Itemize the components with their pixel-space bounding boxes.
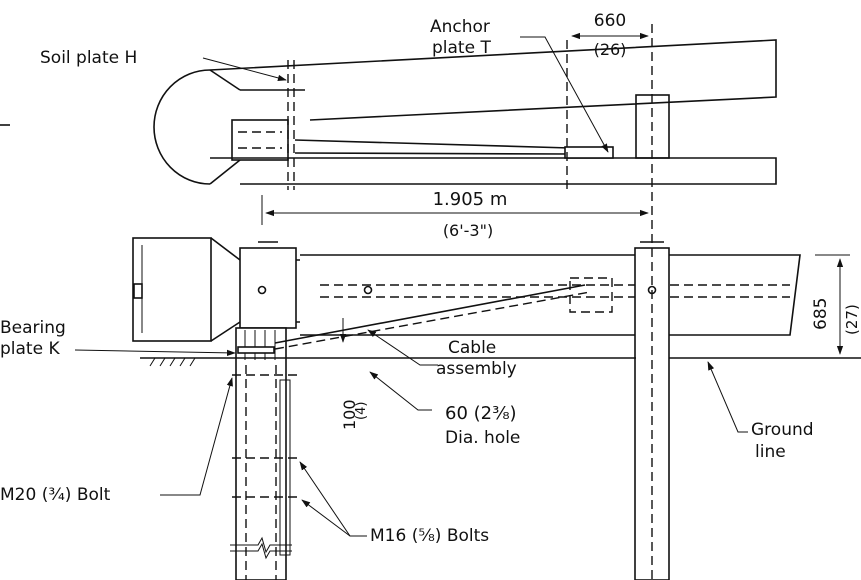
dim-660-inch: (26) bbox=[594, 40, 627, 59]
anchor-plate-label: Anchor bbox=[430, 17, 490, 37]
bolt-m20-label: M20 (³⁄₄) Bolt bbox=[0, 485, 111, 505]
soil-plate-label: Soil plate H bbox=[40, 48, 137, 68]
rail-hole bbox=[363, 285, 373, 295]
post-block-plan bbox=[231, 119, 289, 161]
anchor-dashed bbox=[569, 277, 613, 313]
dim-660-text: 660 bbox=[594, 11, 626, 31]
elevation-rail bbox=[300, 254, 801, 336]
anchor-plate-leader bbox=[520, 36, 609, 153]
dim-685-text: 685 bbox=[811, 298, 831, 330]
bearing-plate-label: plate K bbox=[0, 339, 60, 359]
elevation-view: 685 (27) Bearing plate K Cable assembly … bbox=[0, 237, 861, 580]
ground-leader bbox=[707, 361, 748, 433]
terminal-edge bbox=[209, 159, 241, 185]
bolt-m20-leader bbox=[160, 377, 233, 496]
hole-label: 60 (2³⁄₈) bbox=[445, 403, 517, 424]
cable-assembly bbox=[274, 284, 586, 344]
terminal-edge bbox=[209, 69, 241, 91]
post-block bbox=[239, 247, 297, 329]
bearing-plate-label: Bearing bbox=[0, 318, 66, 338]
cable-plan bbox=[294, 139, 571, 149]
soil-hatch bbox=[149, 357, 196, 367]
cable-label: Cable bbox=[448, 338, 496, 358]
dim-1905-inch: (6'-3") bbox=[443, 221, 493, 240]
end-terminal bbox=[132, 237, 212, 342]
hole-label: Dia. hole bbox=[445, 428, 520, 448]
steel-post bbox=[634, 247, 670, 580]
terminal-slot bbox=[133, 283, 143, 299]
wood-post bbox=[235, 327, 287, 580]
bolt-m16-label: M16 (⁵⁄₈) Bolts bbox=[370, 526, 489, 546]
bearing-plate-k bbox=[237, 346, 275, 354]
end-terminal-round bbox=[153, 69, 211, 185]
soil-plate-h bbox=[279, 379, 291, 556]
cable-label: assembly bbox=[436, 359, 517, 379]
anchor-plate-label: plate T bbox=[432, 38, 491, 58]
ground-label: line bbox=[755, 442, 786, 462]
bolt-m16-leader bbox=[299, 461, 367, 537]
soil-plate-leader bbox=[202, 57, 287, 81]
cable-assembly bbox=[274, 291, 591, 350]
hole-leader bbox=[369, 371, 432, 411]
dim-100-text: 100 bbox=[340, 399, 359, 430]
cable-plan bbox=[294, 152, 571, 155]
break-line bbox=[230, 536, 292, 554]
upper-rail bbox=[209, 39, 777, 121]
bolt-m16-leader bbox=[301, 499, 351, 537]
post-hole bbox=[257, 285, 267, 295]
plan-view: Soil plate H Anchor plate T 660 (26) 1.9… bbox=[0, 11, 777, 520]
cable-leader bbox=[367, 329, 438, 366]
break-line bbox=[230, 542, 292, 560]
ground-label: Ground bbox=[751, 420, 814, 440]
dim-685-inch: (27) bbox=[843, 304, 861, 335]
bearing-plate-leader bbox=[74, 349, 236, 356]
dim-100-inch: (4) bbox=[354, 402, 369, 420]
lower-rail bbox=[210, 157, 777, 185]
anchor-plate-t bbox=[564, 146, 614, 159]
dim-1905-text: 1.905 m bbox=[433, 189, 508, 210]
